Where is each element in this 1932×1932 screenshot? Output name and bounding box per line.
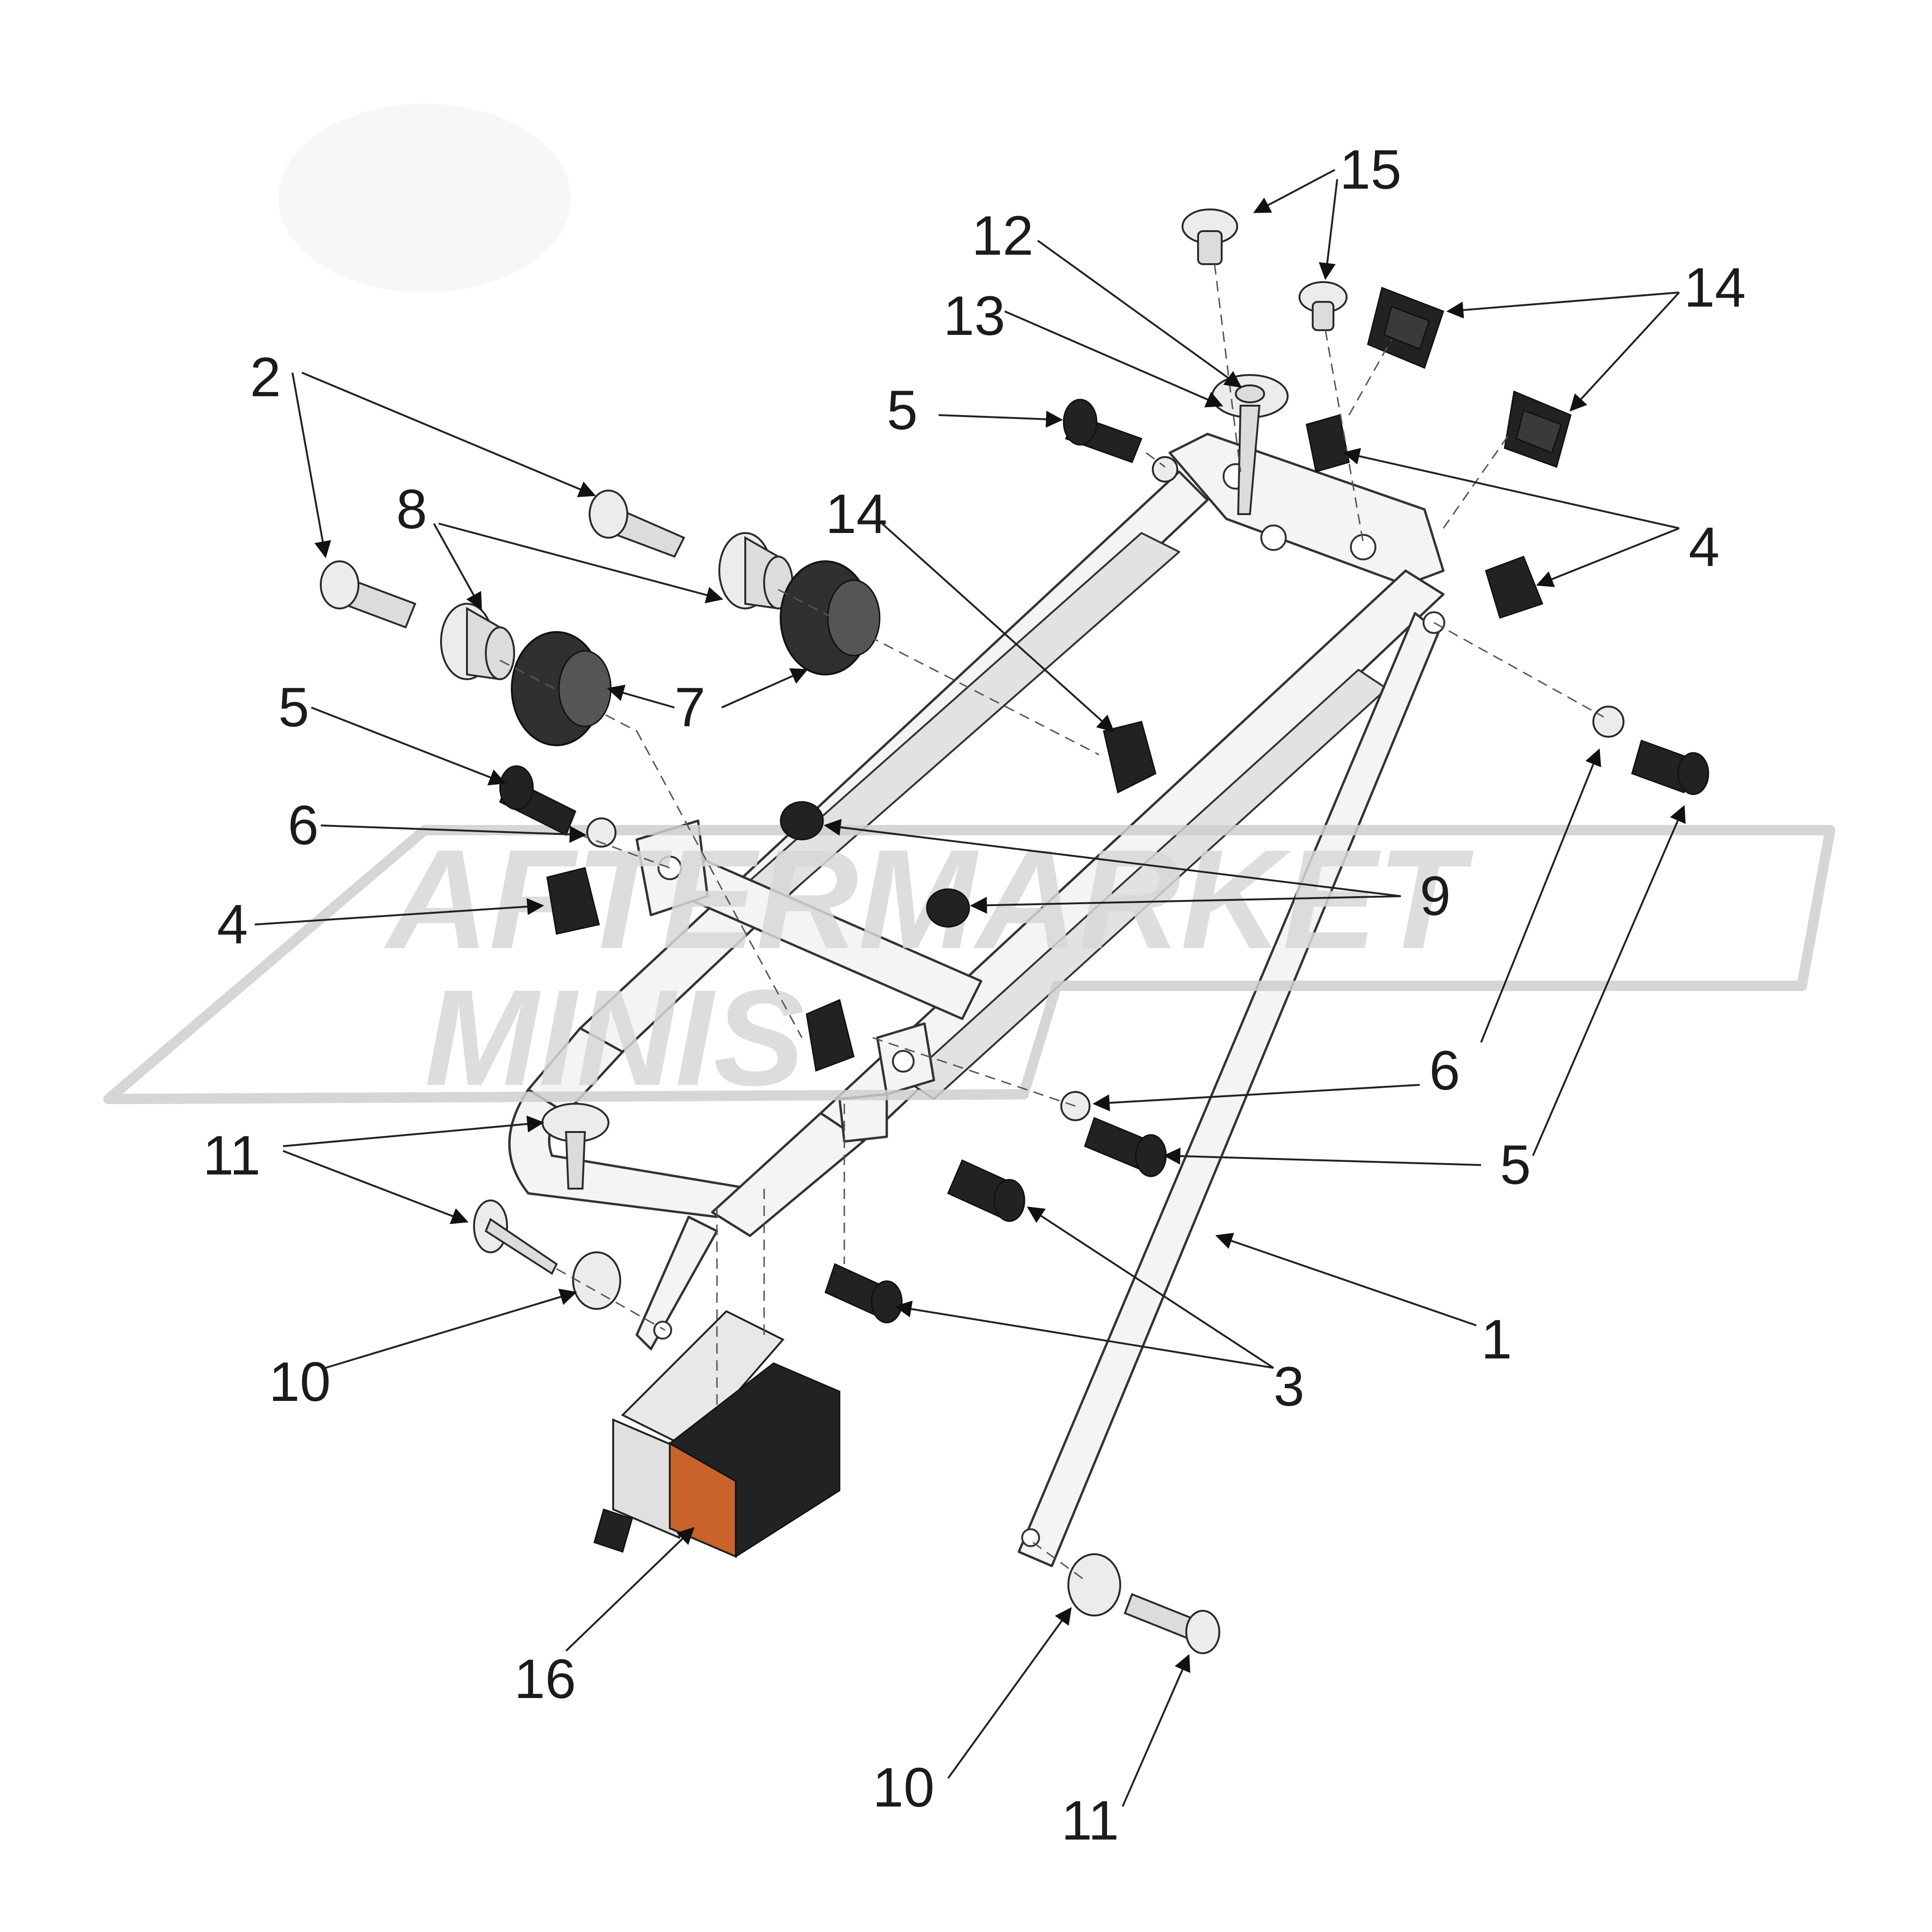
nut-14-middle [1103,721,1157,794]
watermark-text-line2: MINIS [425,961,805,1114]
bolt-5-left [499,765,576,836]
callout-14-top: 14 [1684,257,1746,319]
background-smudge [278,104,571,292]
clip-nut-4-c [546,867,600,935]
callout-6-right: 6 [1429,1040,1460,1102]
callout-10-bottom: 10 [873,1757,934,1819]
callout-5-top: 5 [887,379,918,441]
bolt-2-left [320,560,416,629]
callout-2: 2 [250,346,281,408]
callout-4-left: 4 [217,893,248,956]
clip-nut-14-b [1504,390,1572,468]
clip-nut-4-b [1485,556,1543,619]
callout-9: 9 [1420,865,1451,927]
callout-15: 15 [1340,139,1401,201]
nut-9-upper [780,801,824,841]
callout-7: 7 [675,676,706,739]
bolt-5-mid [1084,1116,1167,1177]
callout-8: 8 [396,478,427,541]
callout-1: 1 [1481,1308,1512,1371]
clip-nut-14-a [1367,286,1444,369]
bolt-3-lower [824,1263,903,1324]
callout-4-right: 4 [1689,516,1720,578]
washer-6-left [586,817,616,848]
callout-6-left: 6 [288,794,319,857]
callout-5-left: 5 [278,676,309,739]
bolt-11-left [473,1199,558,1275]
grommet-7-right [780,560,881,675]
grommet-7-left [511,631,612,746]
callout-11-left: 11 [203,1124,261,1187]
callout-13: 13 [943,285,1005,347]
callout-14-mid: 14 [825,483,887,545]
nut-9-lower [926,888,970,928]
bolt-5-top [1063,399,1178,483]
bolt-2-right [589,490,685,558]
leader-lines [254,169,1686,1807]
washer-10-left [572,1251,621,1310]
callout-12: 12 [972,205,1033,267]
bolt-11-upper [541,1103,609,1190]
bolt-11-bottom [1124,1593,1220,1654]
spacer-8-left [440,603,515,681]
washer-6-right [1592,706,1624,738]
clip-nut-4-d [806,999,855,1072]
washer-10-bottom [1067,1553,1121,1616]
assembly-lines [500,264,1604,1581]
bolt-5-right [1631,740,1709,795]
screw-15-left [1182,208,1238,265]
subframe [508,433,1445,1567]
callout-labels: 15 12 13 14 5 2 8 14 4 7 5 6 4 9 6 5 11 … [203,139,1746,1852]
callout-16: 16 [514,1648,576,1710]
callout-11-bottom: 11 [1061,1790,1119,1852]
callout-5-right: 5 [1500,1134,1531,1196]
screw-15-right [1299,281,1348,331]
callout-3: 3 [1274,1356,1305,1418]
spacer-8-right [718,532,793,610]
callout-10-left: 10 [269,1351,331,1413]
bolt-3-upper [947,1159,1025,1222]
